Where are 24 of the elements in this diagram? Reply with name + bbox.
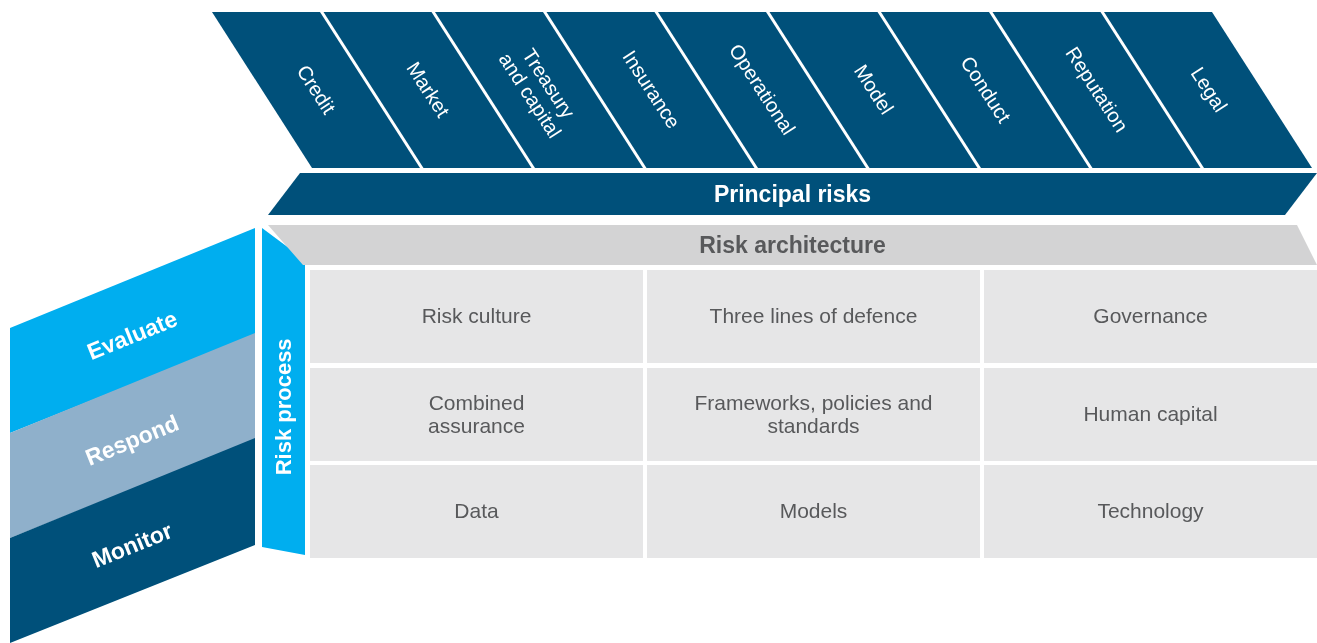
- grid-tile: [647, 465, 980, 558]
- grid-tile: [984, 368, 1317, 461]
- tile-label: Human capital: [1083, 403, 1218, 426]
- tile-label: Technology: [1097, 500, 1204, 523]
- tile-label: Governance: [1093, 305, 1208, 328]
- grid-tile: [310, 270, 643, 363]
- bar-title: Risk process: [271, 338, 296, 475]
- banner-title: Principal risks: [713, 181, 872, 207]
- banner: [268, 173, 1317, 215]
- grid-tile: [984, 465, 1317, 558]
- tile-label: Models: [779, 500, 848, 523]
- grid-tile: [647, 270, 980, 363]
- grid-tile: [647, 368, 980, 461]
- tile-label: Three lines of defence: [709, 305, 918, 328]
- tile-label: Combined assurance: [427, 391, 526, 438]
- grid-tile: [310, 368, 643, 461]
- grid-tile: [984, 270, 1317, 363]
- grid-tile: [310, 465, 643, 558]
- tile-label: Risk culture: [421, 305, 532, 328]
- banner-title: Risk architecture: [699, 232, 886, 258]
- tile-label: Frameworks, policies and standards: [693, 391, 934, 438]
- tile-label: Data: [454, 500, 499, 523]
- banner: [268, 225, 1317, 265]
- vertical-bar: [262, 228, 305, 555]
